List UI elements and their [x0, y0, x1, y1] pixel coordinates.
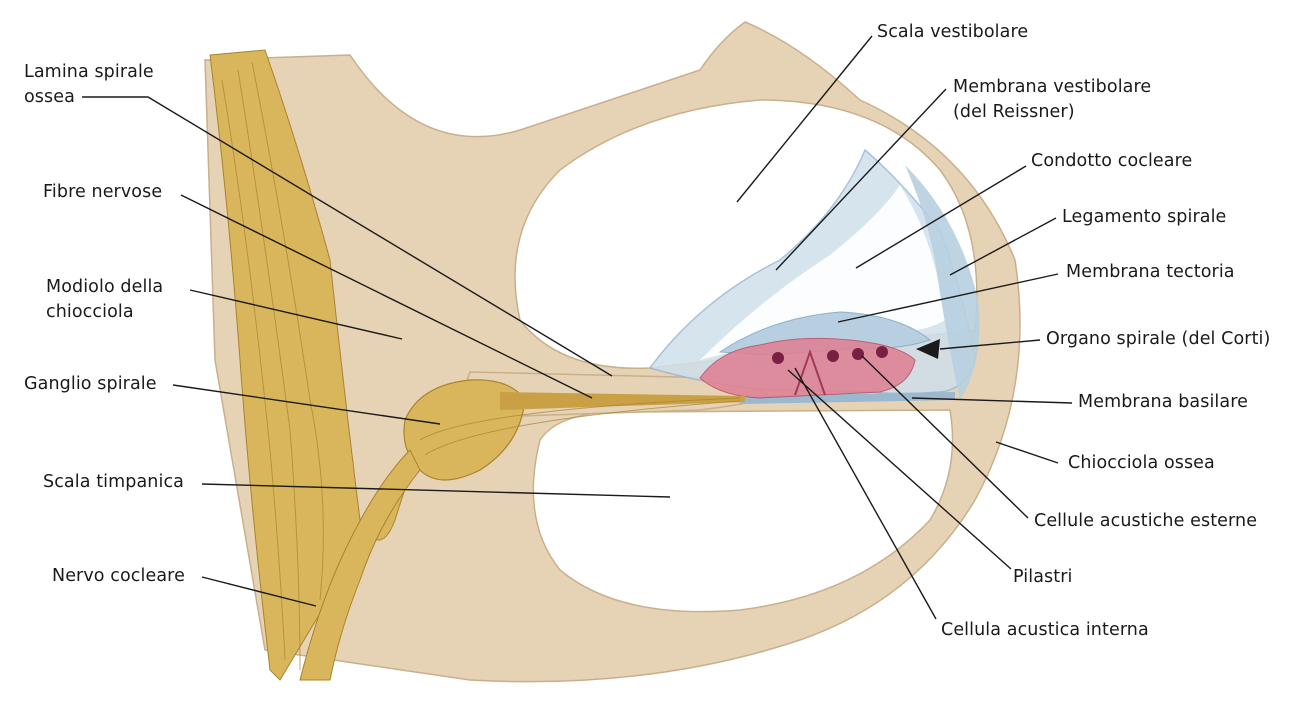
label-membrana-tectoria: Membrana tectoria: [1066, 262, 1235, 282]
cellula-esterna-nucleus: [852, 348, 864, 360]
leader-chiocciola-ossea: [995, 441, 1059, 464]
label-cellula-acustica-interna: Cellula acustica interna: [941, 620, 1149, 640]
nerve-fiber-line: [424, 400, 741, 456]
leader-membrana-tectoria: [837, 273, 1059, 323]
label-chiocciola-ossea: Chiocciola ossea: [1068, 453, 1215, 473]
leader-legamento-spirale: [949, 217, 1057, 276]
condotto-cocleare-lumen: [700, 185, 945, 360]
leader-organo-spirale: [939, 339, 1041, 350]
nerve-fiber-line: [251, 61, 324, 601]
label-modiolo-line1: Modiolo della: [46, 277, 164, 297]
label-ganglio-spirale: Ganglio spirale: [24, 374, 157, 394]
organo-spirale-arrowhead: [916, 339, 940, 359]
label-lamina-spirale-ossea: Lamina spirale ossea: [24, 60, 154, 110]
leader-membrana-basilare: [911, 397, 1073, 404]
legamento-spirale-shape: [905, 165, 980, 400]
leader-modiolo: [189, 289, 403, 340]
label-lamina-line2: ossea: [24, 87, 75, 107]
leader-fibre-nervose: [180, 194, 593, 399]
leader-scala-timpanica: [201, 483, 671, 498]
label-fibre-nervose: Fibre nervose: [43, 182, 163, 202]
label-pilastri: Pilastri: [1013, 567, 1073, 587]
leader-membrana-vestibolare: [775, 88, 947, 271]
leader-cellula-interna: [794, 367, 937, 620]
nervo-cocleare-strand: [299, 449, 421, 681]
label-lamina-line1: Lamina spirale: [24, 62, 154, 82]
nerve-fiber-line: [419, 397, 741, 441]
leader-pilastri: [787, 369, 1012, 570]
label-nervo-cocleare: Nervo cocleare: [52, 566, 185, 586]
nerve-striations: [221, 61, 741, 671]
nerve-fiber-line: [221, 79, 286, 661]
label-membrana-vestibolare: Membrana vestibolare (del Reissner): [953, 75, 1151, 125]
leader-lines: [82, 35, 1073, 620]
fibre-nervose-bundle: [500, 392, 745, 410]
leader-ganglio-spirale: [172, 384, 441, 425]
leader-scala-vestibolare: [736, 35, 873, 203]
label-modiolo: Modiolo della chiocciola: [46, 275, 163, 325]
leader-nervo-cocleare: [201, 576, 317, 607]
label-condotto-cocleare: Condotto cocleare: [1031, 151, 1193, 171]
leader-cellule-esterne: [861, 355, 1029, 519]
leader-condotto-cocleare: [855, 165, 1027, 269]
label-legamento-spirale: Legamento spirale: [1062, 207, 1227, 227]
cellula-interna-nucleus: [772, 352, 784, 364]
label-scala-vestibolare: Scala vestibolare: [877, 22, 1029, 42]
label-organo-spirale: Organo spirale (del Corti): [1046, 329, 1271, 349]
cellula-esterna-nucleus: [827, 350, 839, 362]
label-membrana-basilare: Membrana basilare: [1078, 392, 1248, 412]
leader-lamina-spirale-ossea: [82, 96, 613, 377]
label-membrana-vestibolare-line2: (del Reissner): [953, 102, 1075, 122]
label-membrana-vestibolare-line1: Membrana vestibolare: [953, 77, 1152, 97]
nerve-fiber-line: [237, 69, 301, 671]
label-cellule-acustiche-esterne: Cellule acustiche esterne: [1034, 511, 1258, 531]
cellula-esterna-nucleus: [876, 346, 888, 358]
label-modiolo-line2: chiocciola: [46, 302, 134, 322]
label-scala-timpanica: Scala timpanica: [43, 472, 185, 492]
